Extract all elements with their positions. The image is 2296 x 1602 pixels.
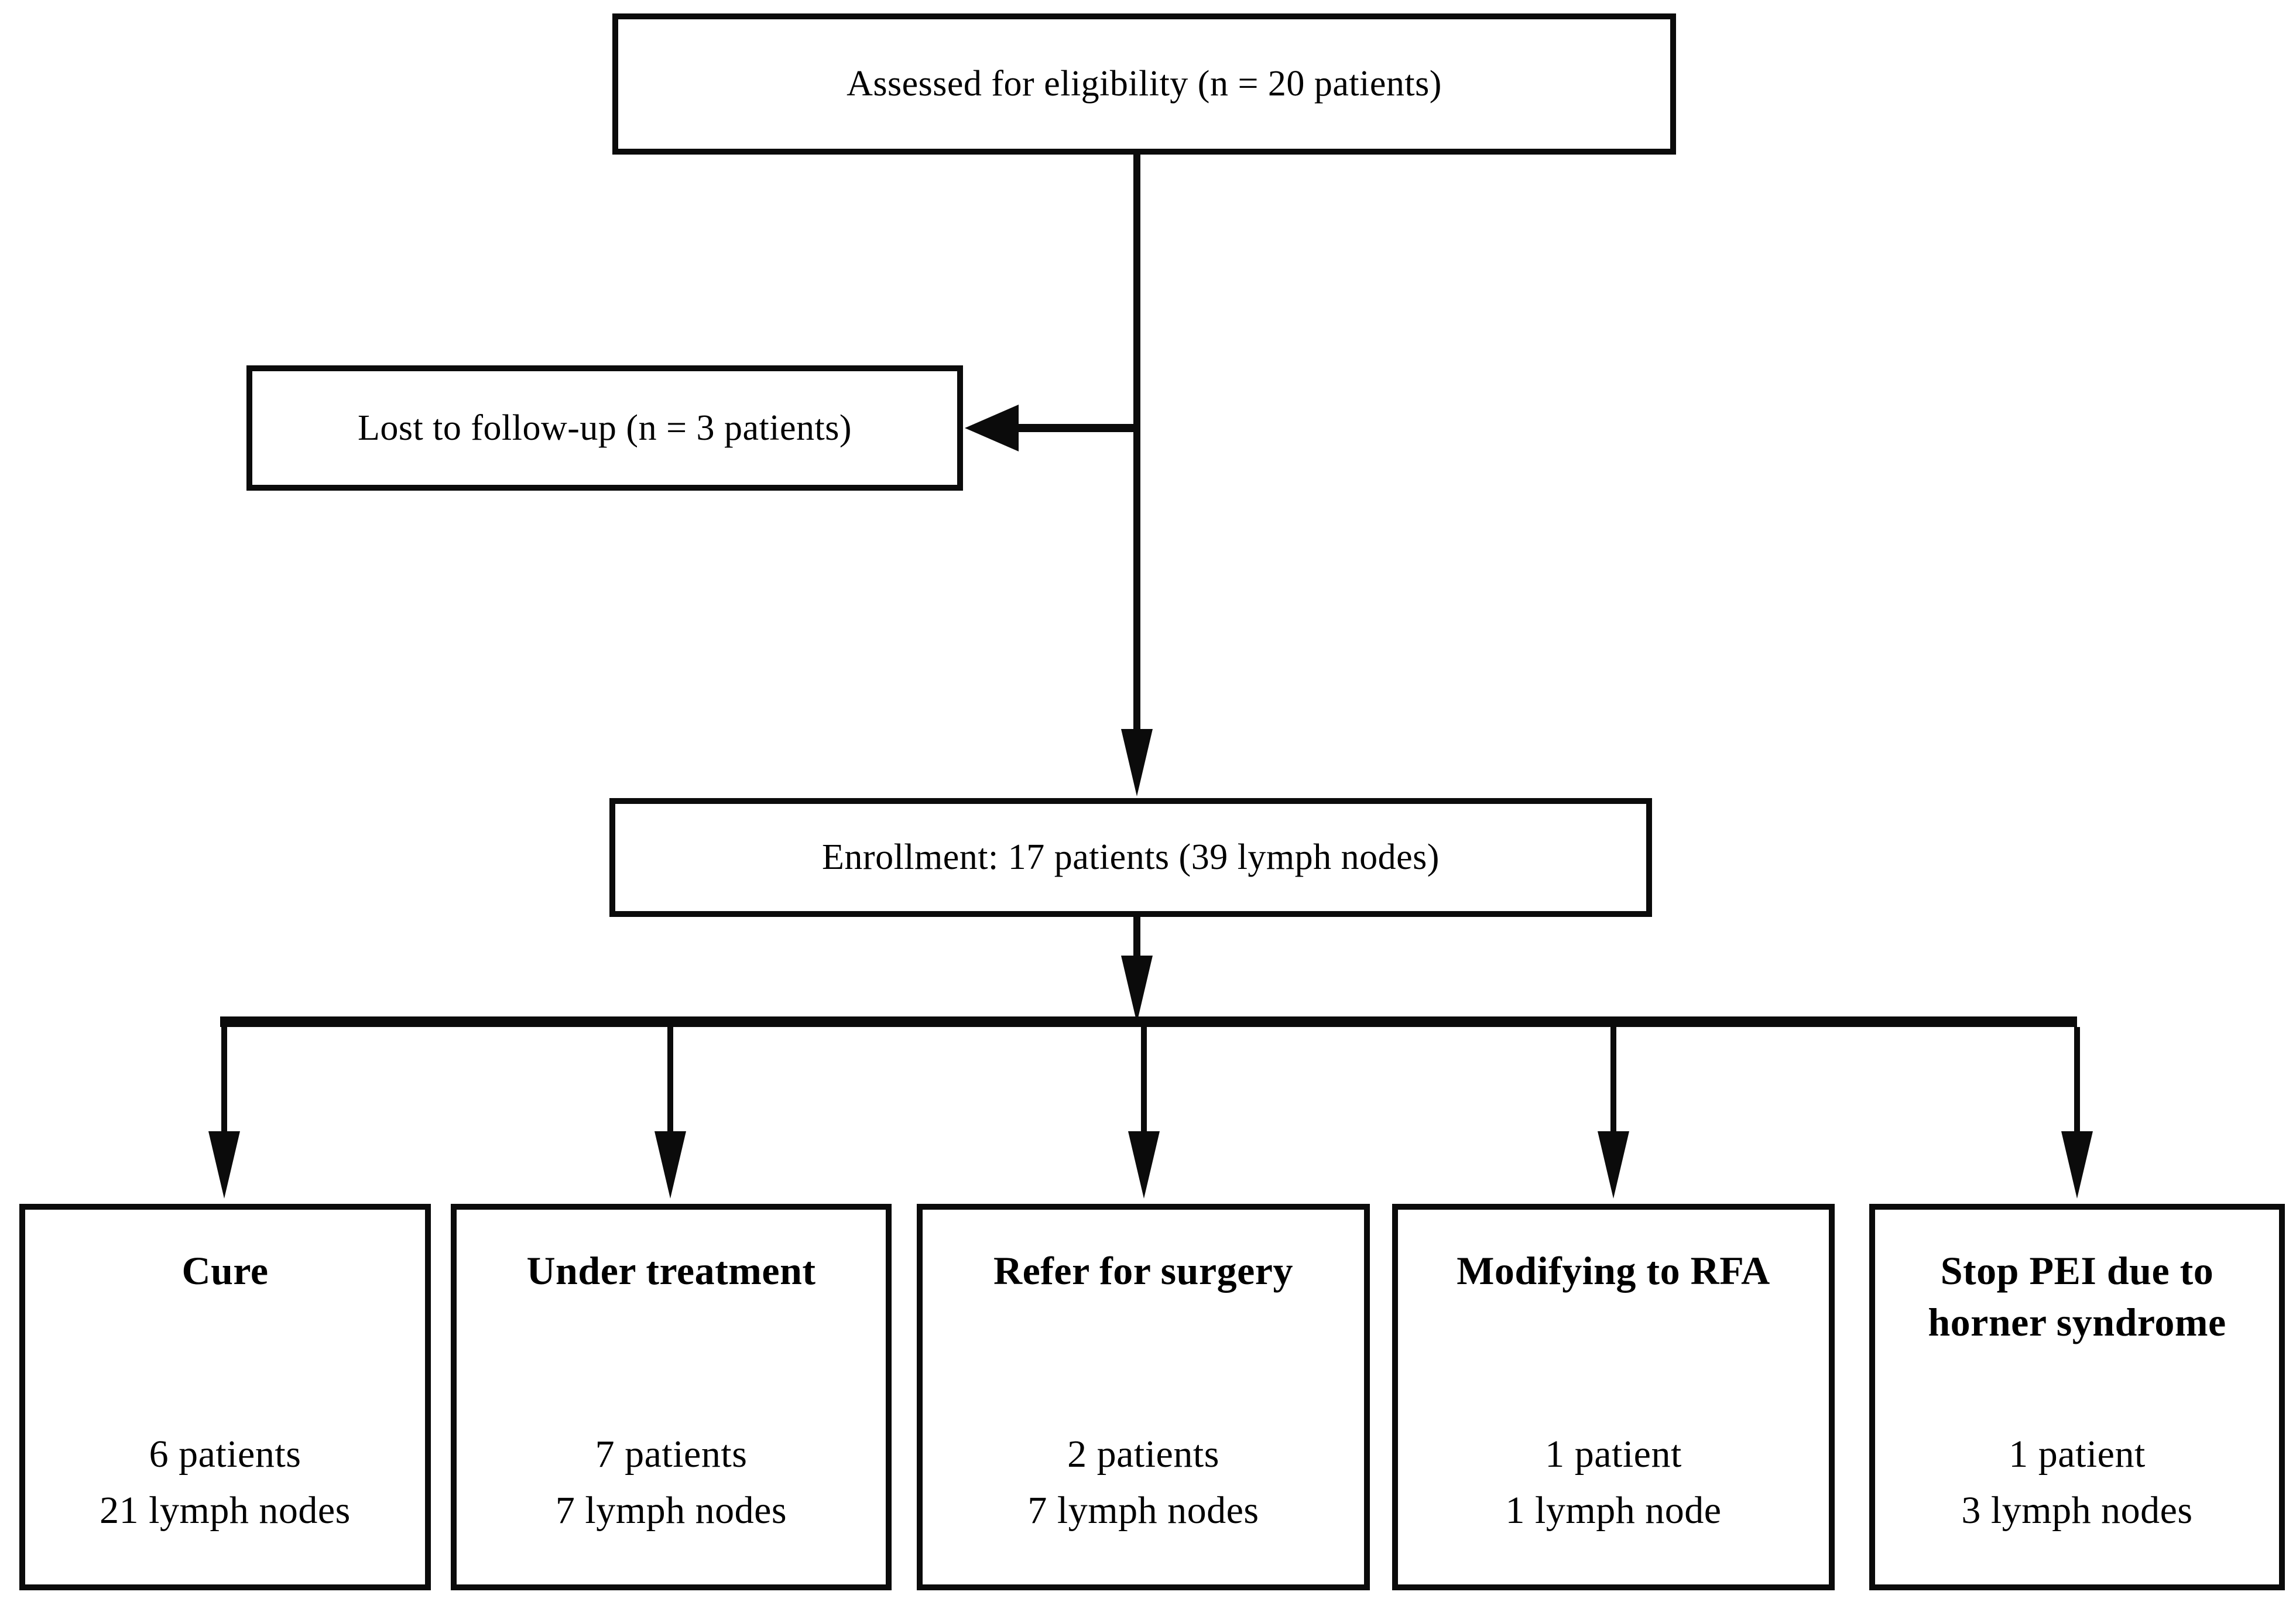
lost-to-followup-label: Lost to follow-up (n = 3 patients) (357, 408, 852, 448)
outcome-patients: 1 patient (2009, 1433, 2146, 1476)
assessed-label: Assessed for eligibility (n = 20 patient… (847, 64, 1442, 104)
down-arrow-icon (1121, 956, 1153, 1023)
node-outcome-under-treatment: Under treatment 7 patients 7 lymph nodes (451, 1204, 892, 1590)
outcome-lymph-nodes: 7 lymph nodes (555, 1488, 787, 1532)
connector-to-modifying-to-rfa (1610, 1027, 1616, 1133)
outcome-patients: 7 patients (595, 1433, 748, 1476)
down-arrow-icon (208, 1131, 240, 1199)
outcome-details: 7 patients 7 lymph nodes (457, 1426, 886, 1538)
down-arrow-icon (654, 1131, 686, 1199)
enrollment-label: Enrollment: 17 patients (39 lymph nodes) (822, 837, 1440, 878)
outcome-details: 1 patient 1 lymph node (1398, 1426, 1829, 1538)
outcome-title: Cure (181, 1248, 269, 1293)
connector-to-lost-to-followup (1016, 424, 1140, 432)
outcome-patients: 6 patients (149, 1433, 301, 1476)
connector-enrollment-to-branches (1133, 917, 1140, 960)
down-arrow-icon (1598, 1131, 1629, 1199)
outcome-details: 6 patients 21 lymph nodes (25, 1426, 425, 1538)
node-enrollment: Enrollment: 17 patients (39 lymph nodes) (609, 798, 1652, 917)
outcome-details: 1 patient 3 lymph nodes (1875, 1426, 2279, 1538)
outcome-lymph-nodes: 7 lymph nodes (1027, 1488, 1259, 1532)
outcome-lymph-nodes: 1 lymph node (1505, 1488, 1722, 1532)
node-outcome-cure: Cure 6 patients 21 lymph nodes (19, 1204, 431, 1590)
down-arrow-icon (1128, 1131, 1160, 1199)
outcome-title: Modifying to RFA (1457, 1248, 1770, 1293)
connector-to-refer-for-surgery (1141, 1027, 1147, 1133)
outcome-lymph-nodes: 21 lymph nodes (100, 1488, 351, 1532)
node-outcome-refer-for-surgery: Refer for surgery 2 patients 7 lymph nod… (917, 1204, 1370, 1590)
connector-assessed-to-enrollment (1133, 155, 1140, 732)
down-arrow-icon (1121, 729, 1153, 796)
left-arrow-icon (965, 405, 1019, 451)
node-assessed-for-eligibility: Assessed for eligibility (n = 20 patient… (612, 13, 1676, 155)
node-lost-to-followup: Lost to follow-up (n = 3 patients) (246, 365, 963, 491)
connector-to-cure (221, 1027, 227, 1133)
connector-to-stop-pei (2074, 1027, 2080, 1133)
down-arrow-icon (2061, 1131, 2093, 1199)
outcome-title: Stop PEI due to horner syndrome (1928, 1248, 2226, 1345)
outcome-title: Under treatment (526, 1248, 816, 1293)
branch-distribution-line (220, 1016, 2077, 1027)
connector-to-under-treatment (667, 1027, 673, 1133)
node-outcome-stop-pei-horner-syndrome: Stop PEI due to horner syndrome 1 patien… (1869, 1204, 2285, 1590)
outcome-details: 2 patients 7 lymph nodes (923, 1426, 1364, 1538)
outcome-patients: 1 patient (1545, 1433, 1682, 1476)
node-outcome-modifying-to-rfa: Modifying to RFA 1 patient 1 lymph node (1392, 1204, 1835, 1590)
outcome-lymph-nodes: 3 lymph nodes (1961, 1488, 2193, 1532)
outcome-patients: 2 patients (1067, 1433, 1219, 1476)
outcome-title: Refer for surgery (993, 1248, 1293, 1293)
